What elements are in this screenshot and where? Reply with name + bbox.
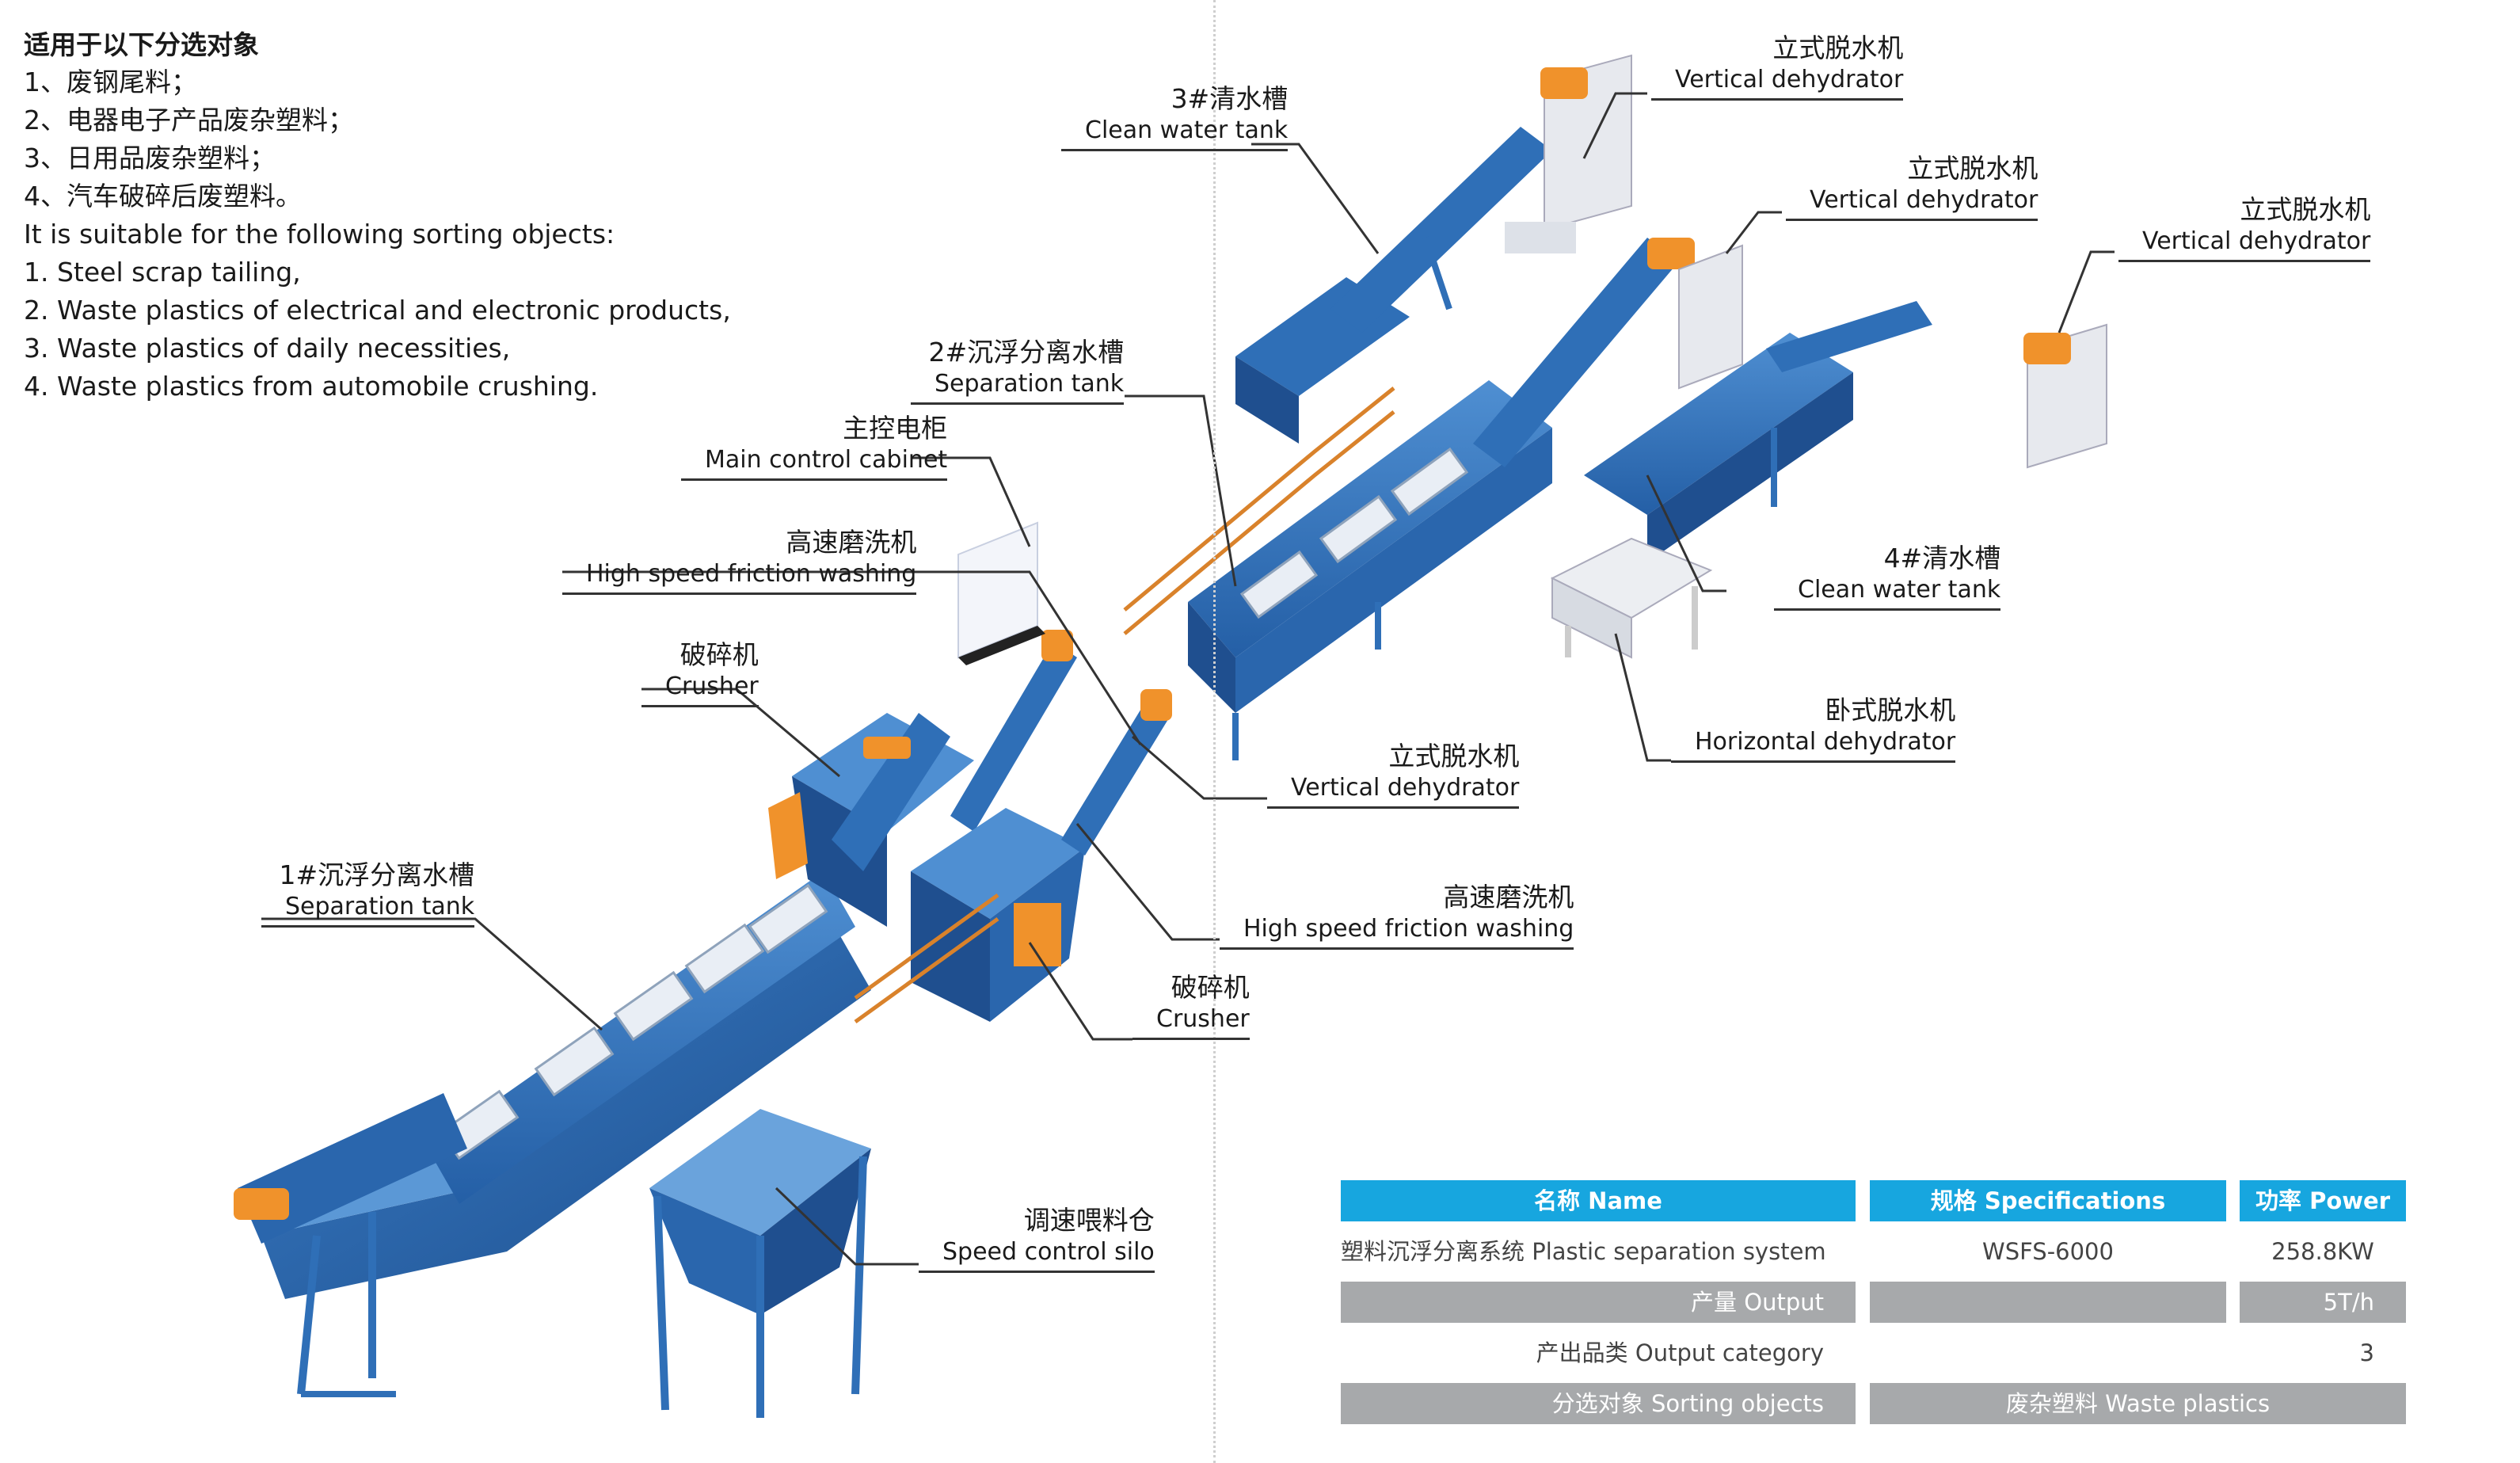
- table-cell: 5T/h: [2240, 1282, 2406, 1323]
- table-row: 分选对象 Sorting objects 废杂塑料 Waste plastics: [1341, 1383, 2406, 1424]
- label-cn: 高速磨洗机: [786, 527, 917, 558]
- label-en: Horizontal dehydrator: [1671, 727, 1956, 763]
- section-divider: [1213, 0, 1216, 1463]
- intro-item-cn: 1、废钢尾料；: [24, 67, 197, 97]
- label-vertical-dehydrator: 立式脱水机 Vertical dehydrator: [1651, 32, 1904, 101]
- label-cn: 调速喂料仓: [1023, 1205, 1155, 1236]
- label-en: Vertical dehydrator: [1786, 185, 2038, 221]
- label-horizontal-dehydrator: 卧式脱水机 Horizontal dehydrator: [1671, 694, 1956, 763]
- label-cn: 1#沉浮分离水槽: [279, 859, 475, 890]
- label-en: Vertical dehydrator: [1267, 773, 1520, 809]
- column-header-name: 名称 Name: [1341, 1180, 1856, 1221]
- label-cn: 高速磨洗机: [1443, 882, 1574, 912]
- feed-conveyor: [234, 1093, 467, 1397]
- label-cn: 破碎机: [679, 639, 759, 670]
- table-row: 产量 Output 5T/h: [1341, 1282, 2406, 1323]
- table-row: 产出品类 Output category 3: [1341, 1332, 2406, 1373]
- label-en: Separation tank: [911, 369, 1125, 405]
- clean-water-tank-4: [1584, 301, 1932, 562]
- label-cn: 立式脱水机: [1388, 741, 1520, 772]
- label-en: Clean water tank: [1061, 116, 1289, 151]
- label-cn: 3#清水槽: [1171, 83, 1289, 114]
- label-cn: 破碎机: [1171, 972, 1250, 1003]
- table-cell: 废杂塑料 Waste plastics: [1870, 1383, 2406, 1424]
- table-cell: 塑料沉浮分离系统 Plastic separation system: [1341, 1238, 1826, 1265]
- label-clean-water-tank-4: 4#清水槽 Clean water tank: [1774, 542, 2001, 611]
- label-en: Clean water tank: [1774, 575, 2001, 611]
- label-separation-tank-2: 2#沉浮分离水槽 Separation tank: [911, 336, 1125, 405]
- intro-item-en: 2. Waste plastics of electrical and elec…: [24, 295, 731, 326]
- horizontal-dehydrator: [1550, 537, 1713, 659]
- label-vertical-dehydrator: 立式脱水机 Vertical dehydrator: [2118, 193, 2371, 262]
- table-header-row: 名称 Name 规格 Specifications 功率 Power: [1341, 1180, 2406, 1221]
- vertical-dehydrator-top: [1505, 54, 1632, 253]
- spec-table: 名称 Name 规格 Specifications 功率 Power 塑料沉浮分…: [1341, 1180, 2406, 1434]
- intro-item-cn: 4、汽车破碎后废塑料。: [24, 181, 302, 211]
- leader-lines: [261, 92, 2115, 1266]
- label-en: Separation tank: [261, 892, 475, 928]
- label-vertical-dehydrator: 立式脱水机 Vertical dehydrator: [1786, 152, 2038, 221]
- column-header-specifications: 规格 Specifications: [1870, 1180, 2226, 1221]
- label-en: Crusher: [641, 672, 759, 707]
- label-en: Main control cabinet: [681, 445, 948, 481]
- label-crusher: 破碎机 Crusher: [1132, 971, 1250, 1040]
- label-cn: 4#清水槽: [1883, 543, 2001, 573]
- label-clean-water-tank-3: 3#清水槽 Clean water tank: [1061, 82, 1289, 151]
- label-cn: 卧式脱水机: [1825, 695, 1956, 726]
- friction-washer-1: [950, 630, 1077, 832]
- separation-tank-1: [428, 871, 855, 1204]
- table-cell: 3: [2359, 1339, 2374, 1366]
- table-cell: [1870, 1282, 2226, 1323]
- intro-item-cn: 3、日用品废杂塑料；: [24, 143, 276, 173]
- column-header-power: 功率 Power: [2240, 1180, 2406, 1221]
- speed-control-silo: [649, 1109, 871, 1418]
- label-en: High speed friction washing: [562, 559, 917, 595]
- friction-washer-2: [1061, 689, 1172, 855]
- intro-block: 适用于以下分选对象 1、废钢尾料； 2、电器电子产品废杂塑料； 3、日用品废杂塑…: [24, 27, 816, 406]
- separation-tank-2: [1188, 380, 1552, 760]
- mid-incline: [1473, 238, 1743, 467]
- table-cell: 分选对象 Sorting objects: [1341, 1383, 1856, 1424]
- label-cn: 主控电柜: [843, 413, 948, 444]
- label-cn: 2#沉浮分离水槽: [928, 337, 1125, 368]
- intro-item-en: 1. Steel scrap tailing,: [24, 257, 301, 288]
- label-en: Crusher: [1132, 1004, 1250, 1040]
- label-high-speed-washing: 高速磨洗机 High speed friction washing: [562, 526, 917, 595]
- label-en: Vertical dehydrator: [2118, 227, 2371, 262]
- label-separation-tank-1: 1#沉浮分离水槽 Separation tank: [261, 859, 475, 928]
- intro-heading: 适用于以下分选对象: [24, 29, 259, 60]
- intro-item-cn: 2、电器电子产品废杂塑料；: [24, 105, 354, 135]
- table-cell: 产量 Output: [1341, 1282, 1856, 1323]
- intro-item-en: 3. Waste plastics of daily necessities,: [24, 333, 511, 364]
- label-main-control-cabinet: 主控电柜 Main control cabinet: [681, 412, 948, 481]
- table-cell: 产出品类 Output category: [1536, 1339, 1824, 1366]
- clean-water-tank-3: [1235, 127, 1552, 444]
- table-cell: 258.8KW: [2271, 1238, 2374, 1265]
- walkway-railing: [854, 387, 1395, 1024]
- label-en: Speed control silo: [919, 1237, 1155, 1273]
- label-en: High speed friction washing: [1220, 914, 1574, 950]
- intro-en-heading: It is suitable for the following sorting…: [24, 219, 615, 250]
- vertical-dehydrator-right: [2023, 323, 2107, 469]
- label-high-speed-washing: 高速磨洗机 High speed friction washing: [1220, 881, 1574, 950]
- label-cn: 立式脱水机: [1907, 153, 2038, 184]
- control-cabinet: [957, 521, 1045, 665]
- table-row: 塑料沉浮分离系统 Plastic separation system WSFS-…: [1341, 1231, 2406, 1272]
- table-cell: WSFS-6000: [1982, 1238, 2114, 1265]
- table-cell: [1870, 1332, 2226, 1373]
- label-cn: 立式脱水机: [2240, 194, 2371, 225]
- intro-item-en: 4. Waste plastics from automobile crushi…: [24, 371, 599, 402]
- label-crusher: 破碎机 Crusher: [641, 638, 759, 707]
- label-vertical-dehydrator: 立式脱水机 Vertical dehydrator: [1267, 740, 1520, 809]
- crusher-2: [911, 808, 1085, 1022]
- label-en: Vertical dehydrator: [1651, 65, 1904, 101]
- label-speed-control-silo: 调速喂料仓 Speed control silo: [919, 1204, 1155, 1273]
- crusher-1: [768, 713, 974, 927]
- label-cn: 立式脱水机: [1772, 32, 1904, 63]
